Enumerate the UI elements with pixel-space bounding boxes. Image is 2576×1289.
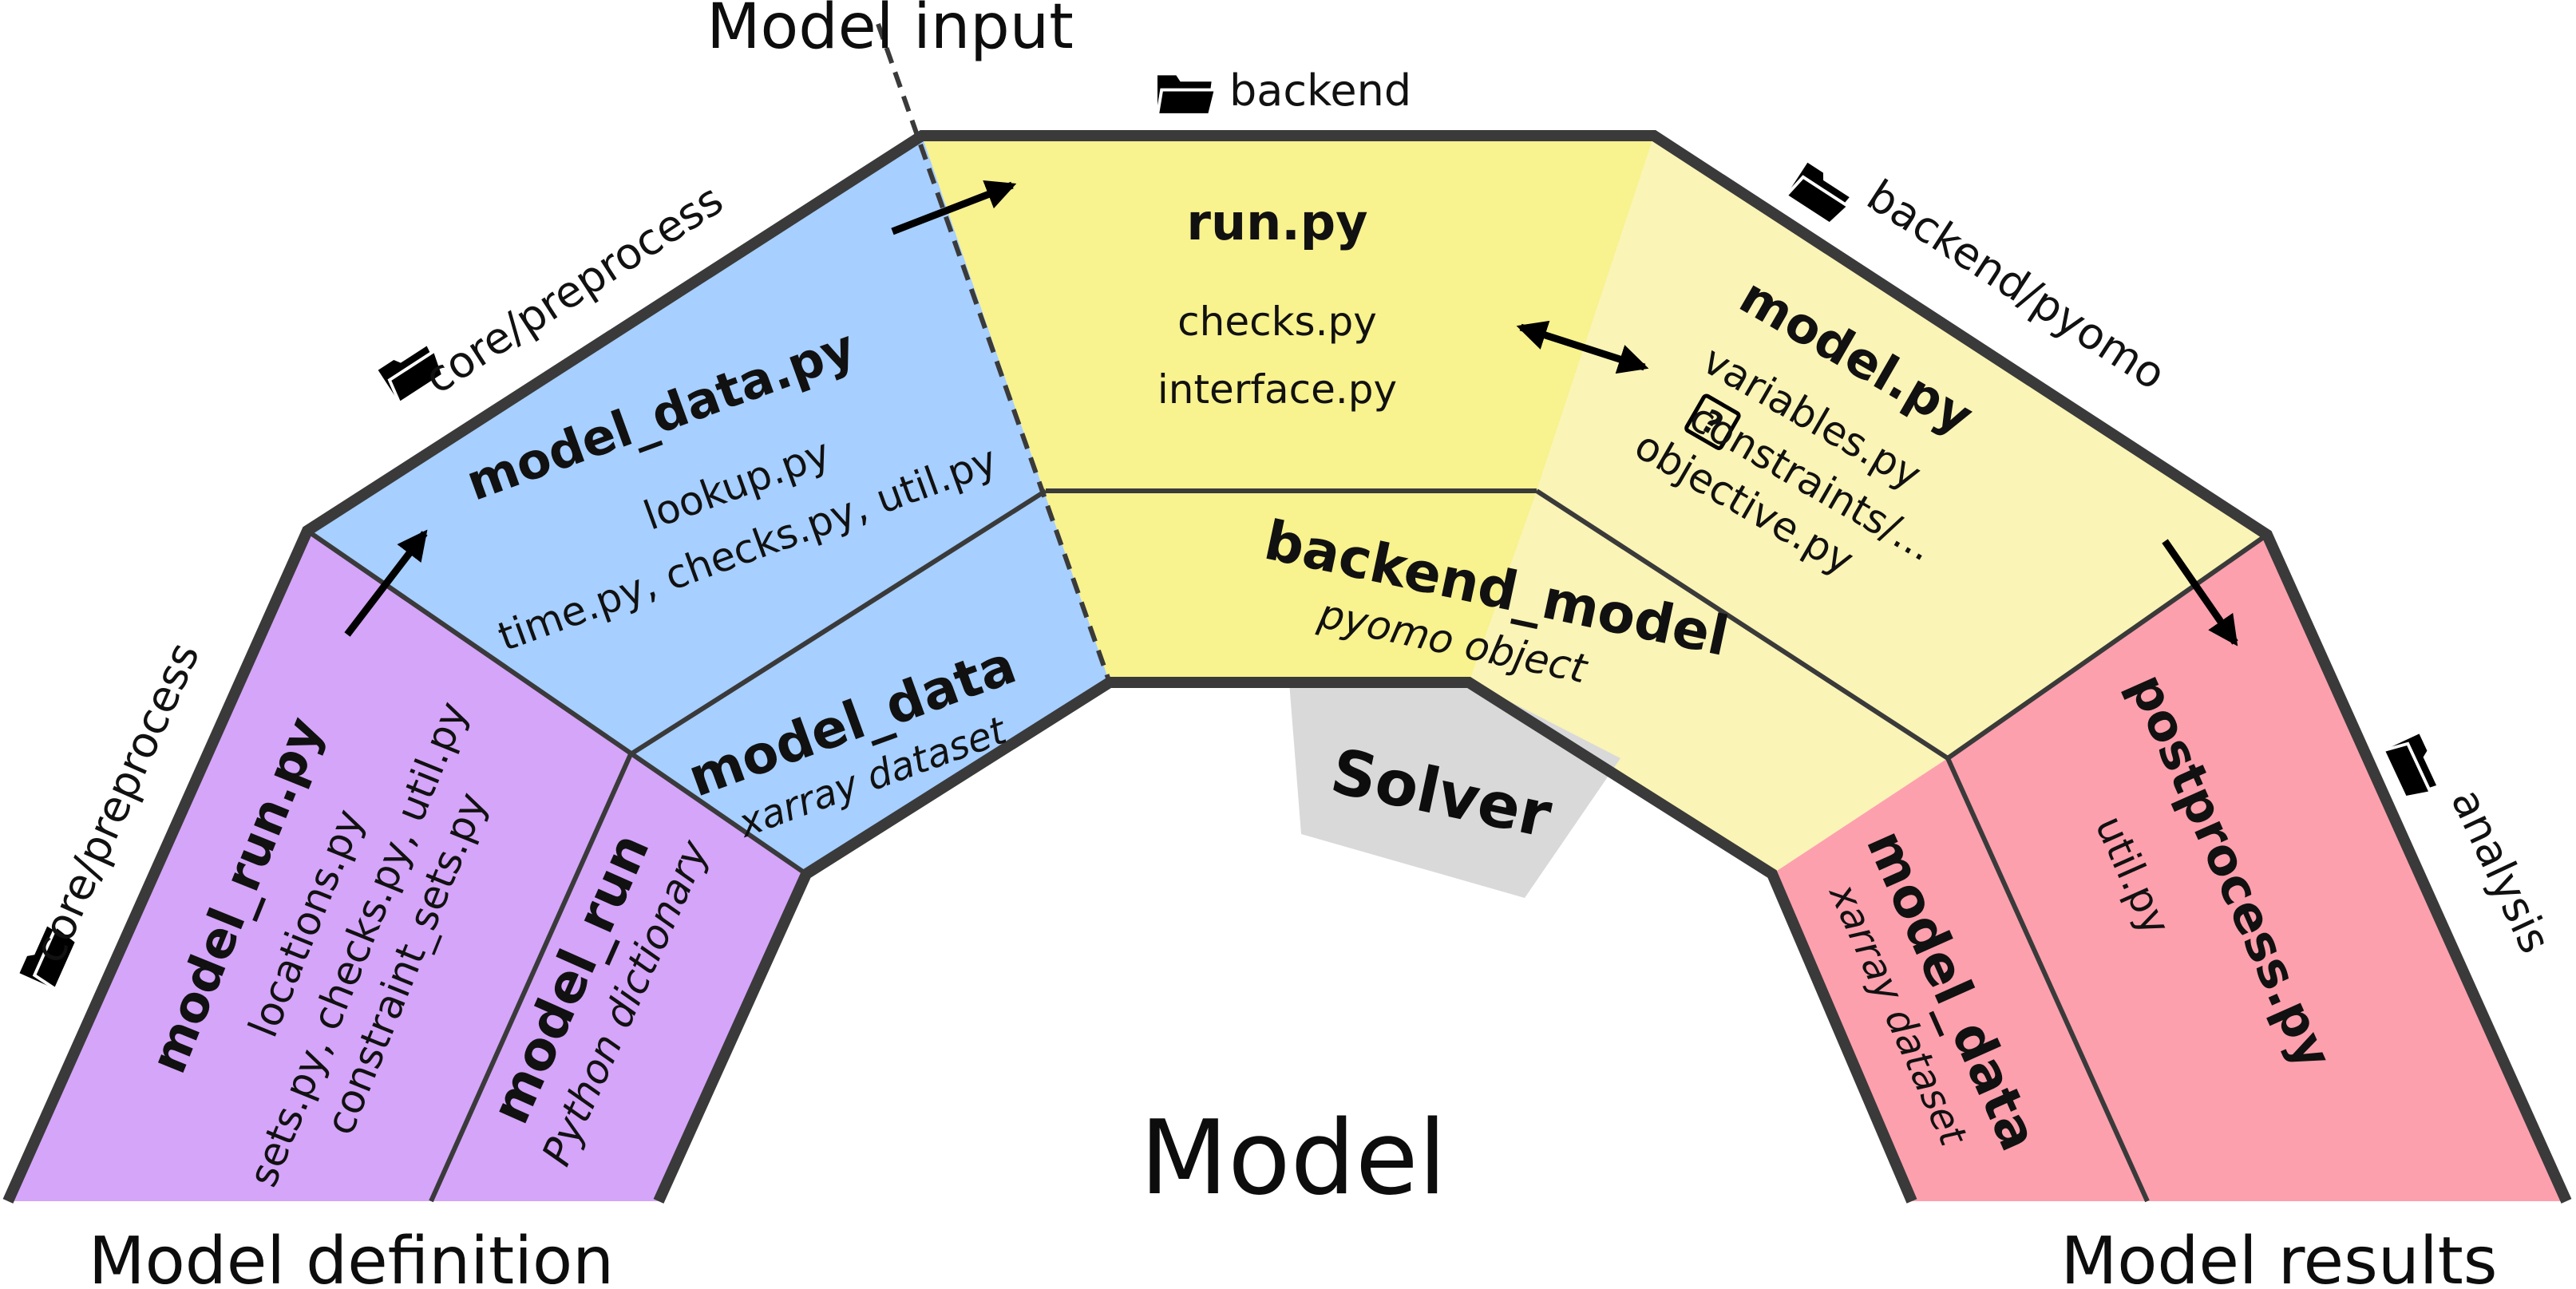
folder-icon-analysis <box>2381 732 2446 805</box>
arrow-model-run-to-model-data <box>344 529 428 637</box>
run-panel-line2: interface.py <box>1157 366 1397 413</box>
heading-model-definition: Model definition <box>89 1224 614 1289</box>
model-data-region <box>307 136 1110 874</box>
run-panel-title: run.py <box>1186 193 1367 251</box>
run-region <box>922 136 1654 682</box>
heading-model-input: Model input <box>706 0 1074 63</box>
arrow-run-model-bidirectional <box>1516 320 1649 374</box>
run-panel: run.py checks.py interface.py <box>1157 193 1397 413</box>
folder-label-backend: backend <box>1229 65 1411 116</box>
run-panel-line1: checks.py <box>1177 299 1377 345</box>
outer-outline <box>2 130 2572 1204</box>
folder-icon-backend <box>1156 73 1217 117</box>
arrow-model-to-postprocess <box>2162 539 2238 646</box>
folder-icon-backend-pyomo <box>1784 160 1858 229</box>
heading-model-results: Model results <box>2061 1224 2498 1289</box>
inner-outline <box>653 677 1917 1204</box>
model-py-region <box>1469 136 2267 874</box>
postprocess-region <box>1772 535 2566 1201</box>
divider-lines <box>306 488 2269 1203</box>
folder-label-analysis: analysis <box>2441 781 2560 961</box>
heading-model: Model <box>1140 1099 1446 1218</box>
solver-region <box>1289 682 1620 898</box>
arrow-input-to-run <box>891 180 1017 235</box>
model-run-region <box>8 531 806 1201</box>
